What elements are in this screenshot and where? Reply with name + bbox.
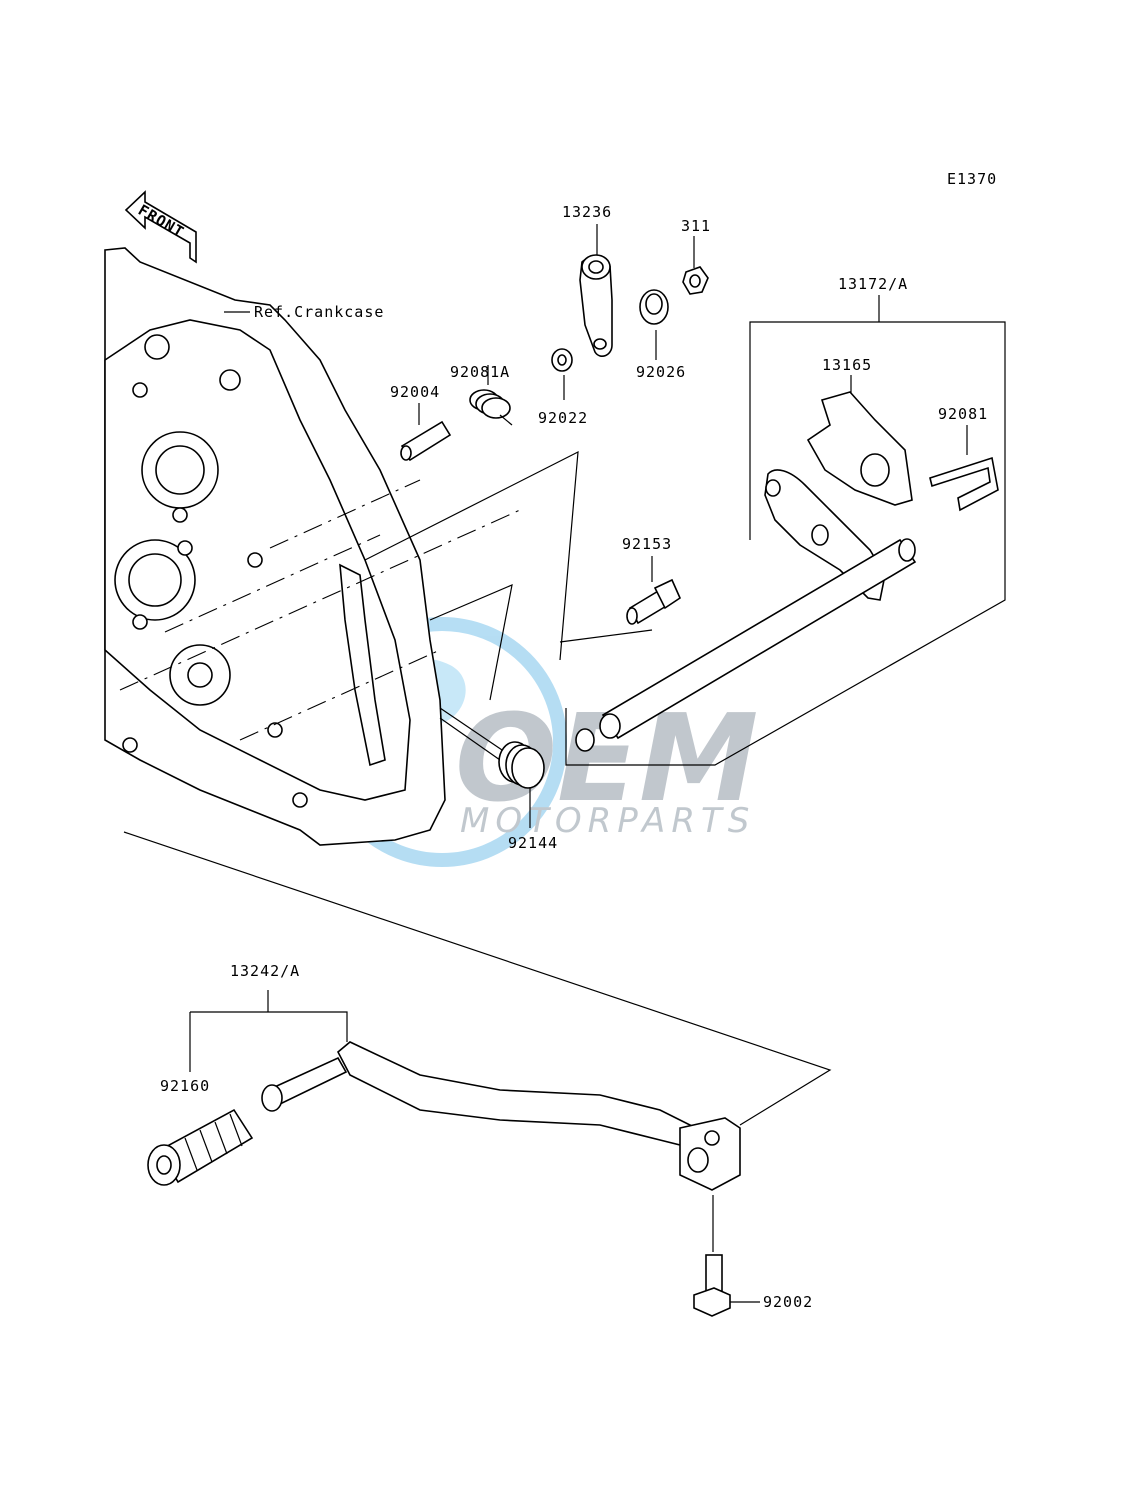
label-13172A: 13172/A	[838, 275, 908, 293]
label-13165: 13165	[822, 356, 872, 374]
part-92153-bolt	[626, 578, 682, 625]
part-92160-rubber	[147, 1108, 254, 1186]
part-92081-clip	[929, 456, 999, 512]
watermark-sub: MOTORPARTS	[460, 801, 755, 841]
part-13242A-pedal	[261, 1041, 741, 1191]
leader-lines	[123, 224, 1006, 1303]
part-13165-plate	[806, 391, 913, 506]
part-92144-spring	[439, 707, 545, 789]
ref-crankcase-label: Ref.Crankcase	[254, 303, 384, 321]
part-92004-pin	[400, 420, 452, 462]
label-13236: 13236	[562, 203, 612, 221]
part-311-nut	[682, 266, 709, 295]
label-92022: 92022	[538, 409, 588, 427]
label-92081A: 92081A	[450, 363, 510, 381]
label-92026: 92026	[636, 363, 686, 381]
label-92144: 92144	[508, 834, 558, 852]
label-13242A: 13242/A	[230, 962, 300, 980]
label-92081: 92081	[938, 405, 988, 423]
part-92081A-spring	[469, 389, 513, 426]
crankcase	[104, 247, 446, 846]
label-92002: 92002	[763, 1293, 813, 1311]
front-arrow: FRONT	[124, 190, 197, 264]
label-92004: 92004	[390, 383, 440, 401]
part-13236-lever	[579, 254, 613, 357]
part-92022-washer	[551, 348, 573, 372]
label-92153: 92153	[622, 535, 672, 553]
part-92026-collar	[639, 289, 669, 325]
label-311: 311	[681, 217, 711, 235]
diagram-code: E1370	[947, 170, 997, 188]
part-13172A-shaft	[575, 469, 917, 752]
label-92160: 92160	[160, 1077, 210, 1095]
part-92002-bolt	[693, 1254, 731, 1317]
